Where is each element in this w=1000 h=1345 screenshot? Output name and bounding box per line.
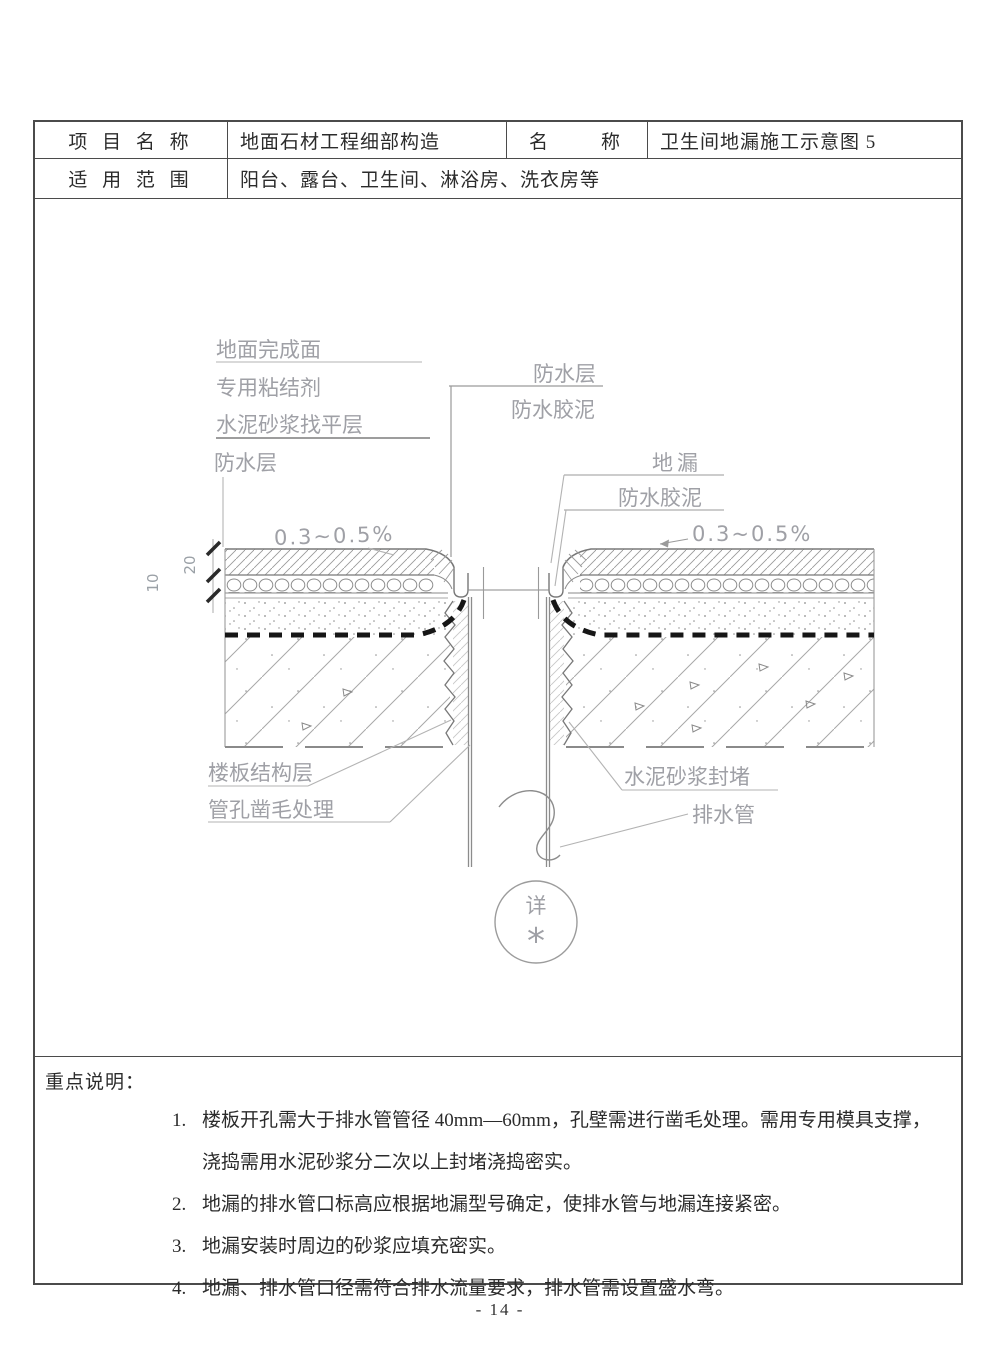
detail-ref-star: * xyxy=(527,921,545,962)
spec-sheet: 项 目 名 称 地面石材工程细部构造 名 称 卫生间地漏施工示意图 5 适 用 … xyxy=(33,120,963,1299)
page-number: - 14 - xyxy=(475,1300,525,1319)
detail-reference-bubble: 详 * xyxy=(494,880,578,964)
slope-arrowhead xyxy=(660,539,669,548)
label-adhesive: 专用粘结剂 xyxy=(216,376,321,400)
label-slope-right: 0.3~0.5% xyxy=(692,522,812,546)
notes-list: 1. 楼板开孔需大于排水管管径 40mm—60mm，孔壁需进行凿毛处理。需用专用模… xyxy=(45,1100,947,1310)
note-2-number: 2. xyxy=(172,1194,187,1215)
label-mortar-seal: 水泥砂浆封堵 xyxy=(624,765,750,789)
note-item-2: 2. 地漏的排水管口标高应根据地漏型号确定，使排水管与地漏连接紧密。 xyxy=(172,1184,947,1226)
sheet-name-value: 卫生间地漏施工示意图 5 xyxy=(648,122,961,159)
pipe-hole-mortar xyxy=(443,600,574,746)
note-item-1: 1. 楼板开孔需大于排水管管径 40mm—60mm，孔壁需进行凿毛处理。需用专用模… xyxy=(172,1100,947,1142)
label-waterproof-left: 防水层 xyxy=(214,451,277,475)
construction-detail-drawing: 20 10 xyxy=(35,199,961,1056)
note-1-text: 楼板开孔需大于排水管管径 40mm—60mm，孔壁需进行凿毛处理。需用专用模具支… xyxy=(202,1110,931,1131)
note-1-number: 1. xyxy=(172,1110,187,1131)
concrete-symbols xyxy=(301,663,855,733)
label-slab-structure: 楼板结构层 xyxy=(208,761,313,785)
note-item-1-continued: 浇捣需用水泥砂浆分二次以上封堵浇捣密实。 xyxy=(202,1152,583,1173)
label-finish-surface: 地面完成面 xyxy=(216,338,321,362)
waterproofing-membrane xyxy=(225,599,874,638)
label-leveling-layer: 水泥砂浆找平层 xyxy=(216,413,363,437)
floor-section-right xyxy=(562,548,875,748)
detail-ref-char: 详 xyxy=(526,894,547,918)
notes-title: 重点说明： xyxy=(45,1072,146,1093)
floor-section-left xyxy=(224,548,455,748)
note-3-number: 3. xyxy=(172,1236,187,1257)
diagram-labels: 地面完成面 专用粘结剂 水泥砂浆找平层 防水层 防水层 防水胶泥 地漏 防水胶泥… xyxy=(208,338,812,827)
dim-10-label: 10 xyxy=(144,573,162,592)
dimension-marks: 20 10 xyxy=(144,539,222,613)
pipe-break-symbol xyxy=(498,790,561,861)
note-3-text: 地漏安装时周边的砂浆应填充密实。 xyxy=(202,1236,507,1257)
label-drain-pipe: 排水管 xyxy=(692,803,755,827)
label-mastic-right: 防水胶泥 xyxy=(618,486,702,510)
project-name-value: 地面石材工程细部构造 xyxy=(228,122,507,159)
dim-20-label: 20 xyxy=(181,555,199,574)
label-floor-drain: 地漏 xyxy=(652,451,702,475)
leader-lines xyxy=(208,361,778,848)
note-item-3: 3. 地漏安装时周边的砂浆应填充密实。 xyxy=(172,1226,947,1268)
label-slope-left: 0.3~0.5% xyxy=(274,522,395,550)
scope-label: 适 用 范 围 xyxy=(35,159,228,199)
drain-pipe-lines xyxy=(467,567,561,867)
note-4-text: 地漏、排水管口径需符合排水流量要求，排水管需设置盛水弯。 xyxy=(202,1278,735,1299)
label-waterproof-center: 防水层 xyxy=(533,362,596,386)
floor-drain-section-svg: 20 10 xyxy=(144,338,875,964)
key-notes-section: 重点说明： 1. 楼板开孔需大于排水管管径 40mm—60mm，孔壁需进行凿毛处理… xyxy=(35,1056,961,1310)
project-name-label: 项 目 名 称 xyxy=(35,122,228,159)
note-2-text: 地漏的排水管口标高应根据地漏型号确定，使排水管与地漏连接紧密。 xyxy=(202,1194,792,1215)
roughened-edge-right xyxy=(561,600,574,746)
label-hole-roughening: 管孔凿毛处理 xyxy=(208,798,334,822)
roughened-edge-left xyxy=(443,600,456,746)
note-4-number: 4. xyxy=(172,1278,187,1299)
sheet-name-label: 名 称 xyxy=(507,122,648,159)
scope-value: 阳台、露台、卫生间、淋浴房、洗衣房等 xyxy=(228,159,961,199)
label-mastic-center: 防水胶泥 xyxy=(511,398,595,422)
note-item-4: 4. 地漏、排水管口径需符合排水流量要求，排水管需设置盛水弯。 xyxy=(172,1268,947,1310)
title-table: 项 目 名 称 地面石材工程细部构造 名 称 卫生间地漏施工示意图 5 适 用 … xyxy=(35,122,961,199)
drain-flange xyxy=(430,549,587,598)
